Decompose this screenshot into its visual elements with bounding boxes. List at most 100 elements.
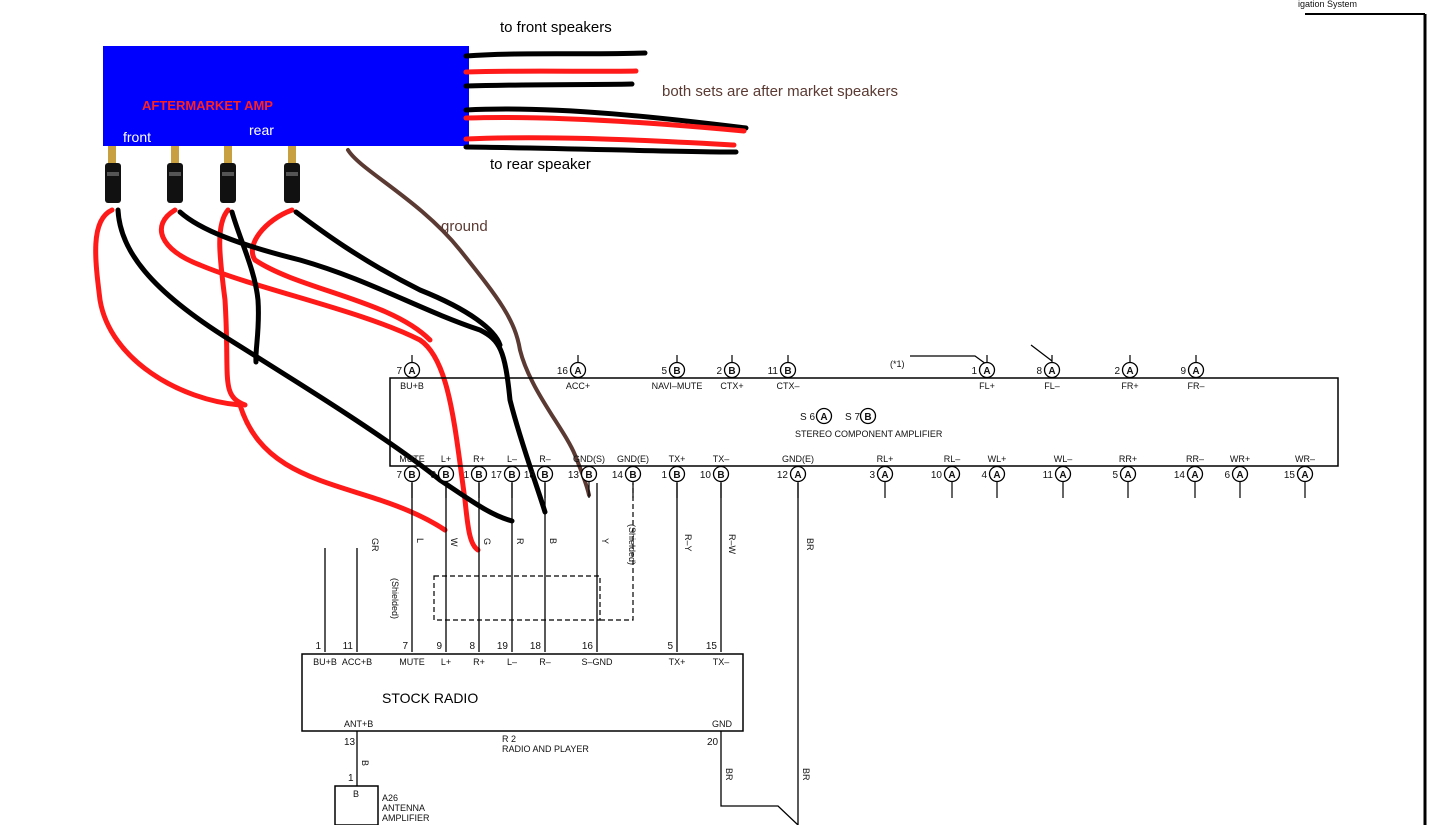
stereo-amp-s7: S 7	[845, 412, 860, 423]
connector-circle-icon	[723, 361, 741, 379]
connector-letter: A	[948, 470, 955, 481]
pin-number: 2	[716, 366, 722, 377]
pin-label: ACC+	[566, 381, 590, 391]
wire-code: L	[415, 538, 425, 543]
pin-number: 13	[568, 470, 580, 481]
pin-label: FL+	[979, 381, 995, 391]
connector-circle-icon	[876, 465, 894, 483]
pin-label: WL+	[988, 454, 1007, 464]
pin-label: FR–	[1187, 381, 1204, 391]
aftermarket-amp-box	[103, 46, 469, 146]
stereo-amp-top-note: (*1)	[890, 359, 905, 369]
wire-code: BR	[805, 538, 815, 551]
antenna-wire-code: B	[360, 760, 370, 766]
pin-number: 11	[1043, 470, 1054, 481]
pin-number: 19	[497, 641, 509, 652]
pin-label: FR+	[1121, 381, 1138, 391]
radio-top-pin: 8R+	[469, 641, 484, 667]
pin-number: 15	[1284, 470, 1296, 481]
pin-number: 1	[971, 366, 977, 377]
pin-number: 16	[557, 366, 569, 377]
header-fragment: igation System	[1298, 0, 1357, 9]
connector-circle-icon	[624, 465, 642, 483]
antenna-amp-box	[334, 785, 379, 825]
radio-top-pins: 1BU+B11ACC+B7MUTE9L+8R+19L–18R–16S–GND5T…	[313, 641, 729, 667]
pin-number: 14	[1174, 470, 1186, 481]
radio-gnd-label: GND	[712, 719, 733, 729]
radio-title: STOCK RADIO	[382, 690, 478, 706]
pin-number: 6	[1224, 470, 1230, 481]
amp-title: AFTERMARKET AMP	[142, 98, 273, 113]
pin-label: R–	[539, 454, 551, 464]
pin-label: CTX+	[720, 381, 743, 391]
wire-code: W	[449, 538, 459, 547]
connector-circle-icon	[712, 465, 730, 483]
pin-label: TX–	[713, 454, 730, 464]
radio-top-pin: 5TX+	[667, 641, 685, 667]
note-front-speakers: to front speakers	[500, 19, 612, 36]
pin-label: ACC+B	[342, 657, 372, 667]
pin-label: GND(E)	[617, 454, 649, 464]
connector-circle-icon	[403, 361, 421, 379]
radio-top-pin: 18R–	[530, 641, 551, 667]
stereo-gnd-wire-code-lower: BR	[801, 768, 811, 781]
pin-label: R–	[539, 657, 551, 667]
connector-letter: A	[983, 366, 990, 377]
pin-number: 8	[430, 470, 436, 481]
pin-number: 1	[315, 641, 321, 652]
connector-letter: A	[881, 470, 888, 481]
radio-ground-wire	[720, 731, 799, 825]
connector-letter: A	[408, 366, 415, 377]
connector-letter: A	[1048, 366, 1055, 377]
amp-front-label: front	[123, 129, 151, 145]
ground-wire	[346, 148, 591, 497]
rca-black-wires	[115, 207, 548, 524]
fl-plus-lead-mark	[910, 355, 987, 365]
pin-label: WL–	[1054, 454, 1073, 464]
amp-rear-label: rear	[249, 122, 274, 138]
connector-circle-icon	[943, 465, 961, 483]
connector-circle-icon	[1119, 465, 1137, 483]
connector-letter: B	[442, 470, 449, 481]
front-speaker-wires	[463, 50, 648, 89]
pin-number: 10	[931, 470, 943, 481]
wire-code: R	[515, 538, 525, 545]
pin-number: 15	[706, 641, 718, 652]
connector-letter: B	[585, 470, 592, 481]
radio-gr-wire-code: GR	[370, 538, 380, 552]
pin-label: MUTE	[399, 657, 425, 667]
pin-label: L+	[441, 454, 451, 464]
connector-letter: B	[475, 470, 482, 481]
connector-circle-icon	[1054, 465, 1072, 483]
connector-letter: A	[1124, 470, 1131, 481]
pin-label: TX+	[669, 454, 686, 464]
pin-label: S–GND	[581, 657, 613, 667]
wire-code: R–W	[727, 534, 737, 555]
pin-number: 14	[612, 470, 624, 481]
pin-label: BU+B	[313, 657, 337, 667]
pin-number: 9	[1180, 366, 1186, 377]
pin-label: L–	[507, 657, 517, 667]
connector-letter: A	[1126, 366, 1133, 377]
pin-number: 5	[1112, 470, 1118, 481]
rear-speaker-wires	[463, 106, 749, 155]
wire-code: G	[482, 538, 492, 545]
pin-label: MUTE	[399, 454, 425, 464]
antenna-line2: AMPLIFIER	[382, 813, 430, 823]
